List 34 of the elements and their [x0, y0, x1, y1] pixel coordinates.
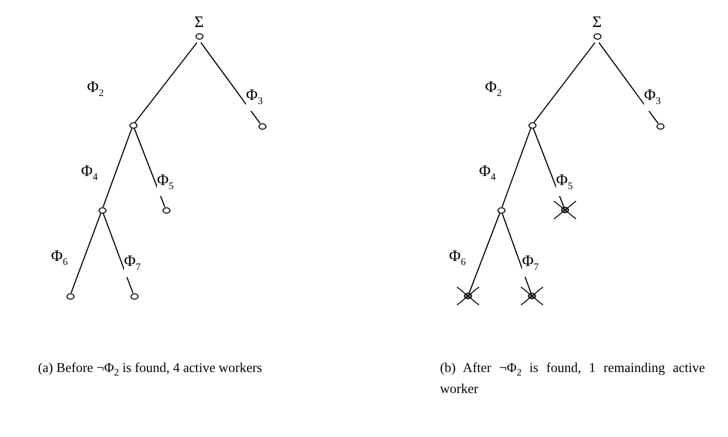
tree-node: [258, 122, 266, 130]
edge-label: Φ$_{5}$: [556, 172, 573, 196]
tree-node: [66, 292, 74, 300]
tree-branch: [468, 212, 500, 294]
subfigure-caption: (b) After ¬Φ$_{2}$ is found, 1 remainding active worker: [440, 359, 705, 398]
edge-label: Φ$_{7}$: [522, 253, 539, 278]
tree-branch: [102, 212, 134, 294]
tree-branch: [598, 42, 659, 124]
crossed-out-node: [520, 286, 544, 306]
edge-label: Φ$_{5}$: [157, 172, 174, 196]
tree-branch: [102, 128, 132, 208]
tree-branch: [134, 42, 198, 123]
tree-node: [656, 122, 664, 130]
node-label: Σ: [193, 14, 205, 32]
tree-branch: [134, 128, 166, 208]
tree-node: [162, 206, 170, 214]
tree-node: [128, 122, 138, 128]
subfigure-caption: (a) Before ¬Φ$_{2}$ is found, 4 active workers: [38, 359, 264, 378]
tree-branch: [502, 128, 532, 208]
tree-branch: [502, 212, 532, 294]
tree-branch: [70, 212, 102, 294]
tree-node: [528, 122, 536, 128]
tree-branch: [532, 128, 564, 208]
edge-label: Φ$_{3}$: [644, 87, 661, 112]
crossed-out-node: [553, 200, 577, 220]
tree-node: [496, 206, 506, 214]
node-label: Σ: [591, 14, 603, 32]
edge-label: Φ$_{3}$: [246, 87, 263, 112]
crossed-out-node: [456, 286, 480, 306]
tree-branch: [534, 42, 596, 123]
tree-node: [130, 292, 138, 300]
tree-node: [98, 206, 106, 214]
tree-branch: [200, 42, 261, 124]
edge-label: Φ$_{7}$: [124, 253, 141, 278]
